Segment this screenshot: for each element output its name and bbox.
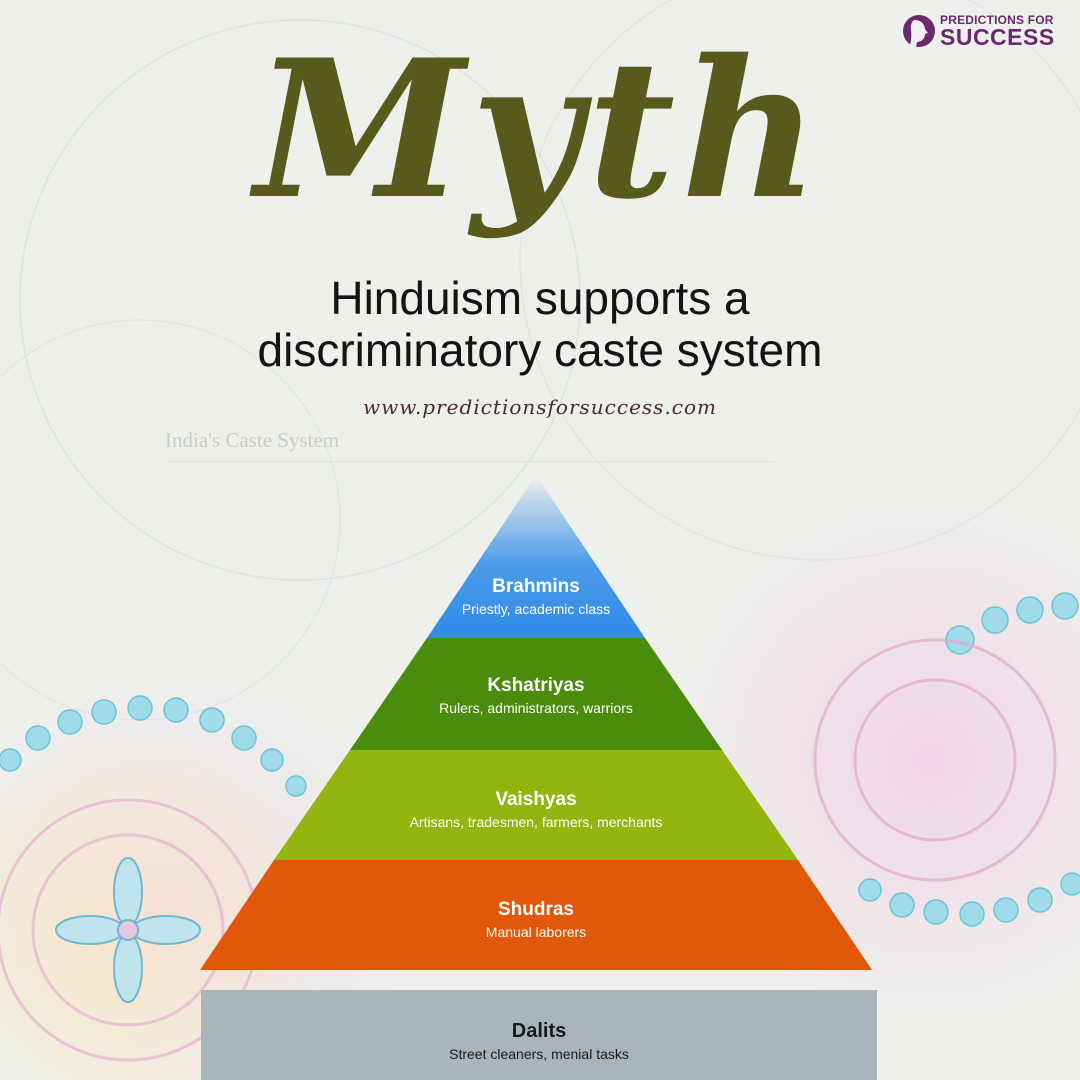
claim-line-2: discriminatory caste system [257, 324, 823, 376]
tier-shudras [200, 860, 872, 970]
diagram-caption: India's Caste System [165, 428, 775, 462]
logo-line-1: PREDICTIONS FOR [940, 12, 1054, 27]
tier-description: Manual laborers [485, 924, 587, 940]
page-heading: Myth [254, 18, 826, 241]
tier-description: Artisans, tradesmen, farmers, merchants [409, 814, 663, 830]
tier-name: Dalits [511, 1020, 567, 1042]
tier-label-brahmins: Brahmins Priestly, academic class [336, 575, 736, 619]
tier-name: Vaishyas [495, 789, 577, 810]
tier-description: Rulers, administrators, warriors [439, 700, 633, 716]
tier-name: Kshatriyas [487, 675, 585, 696]
tier-description: Priestly, academic class [461, 601, 611, 617]
claim-line-1: Hinduism supports a [330, 272, 750, 324]
brand-logo: PREDICTIONS FOR SUCCESS [902, 10, 1062, 52]
tier-description: Street cleaners, menial tasks [449, 1046, 629, 1062]
tier-brahmins [427, 475, 645, 638]
myth-claim: Hinduism supports a discriminatory caste… [0, 272, 1080, 376]
website-url: www.predictionsforsuccess.com [362, 395, 718, 419]
tier-dalits: Dalits Street cleaners, menial tasks [201, 990, 877, 1080]
tier-label-vaishyas: Vaishyas Artisans, tradesmen, farmers, m… [286, 788, 786, 832]
profile-silhouette-icon [903, 15, 935, 47]
logo-line-2: SUCCESS [940, 23, 1055, 50]
tier-label-dalits: Dalits Street cleaners, menial tasks [201, 1018, 877, 1064]
tier-name: Shudras [497, 899, 575, 920]
tier-name: Brahmins [492, 576, 580, 597]
tier-label-shudras: Shudras Manual laborers [286, 898, 786, 942]
tier-label-kshatriyas: Kshatriyas Rulers, administrators, warri… [336, 674, 736, 718]
tier-vaishyas [274, 750, 798, 860]
tier-kshatriyas [350, 638, 722, 750]
